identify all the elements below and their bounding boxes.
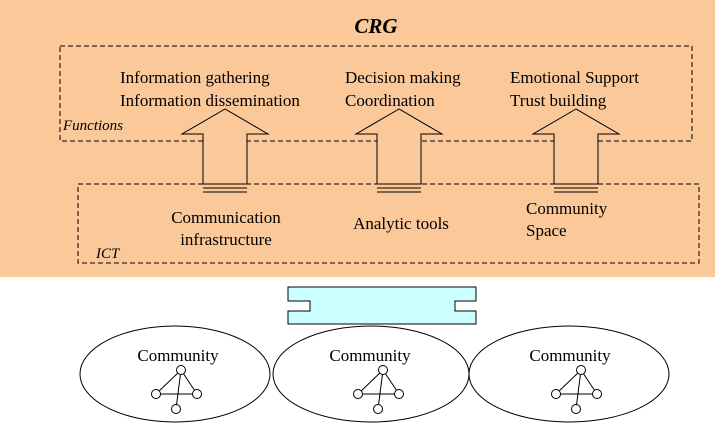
crg-title: CRG xyxy=(354,14,397,38)
bidirectional-arrow xyxy=(287,286,477,325)
community-label-2: Community xyxy=(329,346,411,365)
function-group-1-line2: Information dissemination xyxy=(120,91,300,110)
ict-item-2-line1: Analytic tools xyxy=(353,214,449,233)
functions-box xyxy=(59,45,693,142)
community-label-3: Community xyxy=(529,346,611,365)
ict-item-1-line1: Communication xyxy=(171,208,281,227)
crg-panel xyxy=(0,0,715,277)
function-group-2-line1: Decision making xyxy=(345,68,461,87)
up-arrow-2 xyxy=(354,108,444,193)
community-label-1: Community xyxy=(137,346,219,365)
community-ellipse-2 xyxy=(272,325,470,423)
ict-item-3-line2: Space xyxy=(526,221,567,240)
function-group-2-line2: Coordination xyxy=(345,91,435,110)
network-icon-2 xyxy=(353,365,404,414)
ict-item-1-line2: infrastructure xyxy=(180,230,272,249)
ict-item-3-line1: Community xyxy=(526,199,608,218)
network-icon-1 xyxy=(151,365,202,414)
network-icon-3 xyxy=(551,365,602,414)
function-group-3-line2: Trust building xyxy=(510,91,607,110)
community-ellipse-1 xyxy=(79,325,271,423)
ict-label: ICT xyxy=(95,246,121,262)
function-group-1-line1: Information gathering xyxy=(120,68,270,87)
function-group-3-line1: Emotional Support xyxy=(510,68,639,87)
ict-box xyxy=(77,183,700,264)
functions-label: Functions xyxy=(62,118,123,134)
up-arrow-1 xyxy=(180,108,270,193)
up-arrow-3 xyxy=(531,108,621,193)
community-ellipse-3 xyxy=(468,325,670,423)
